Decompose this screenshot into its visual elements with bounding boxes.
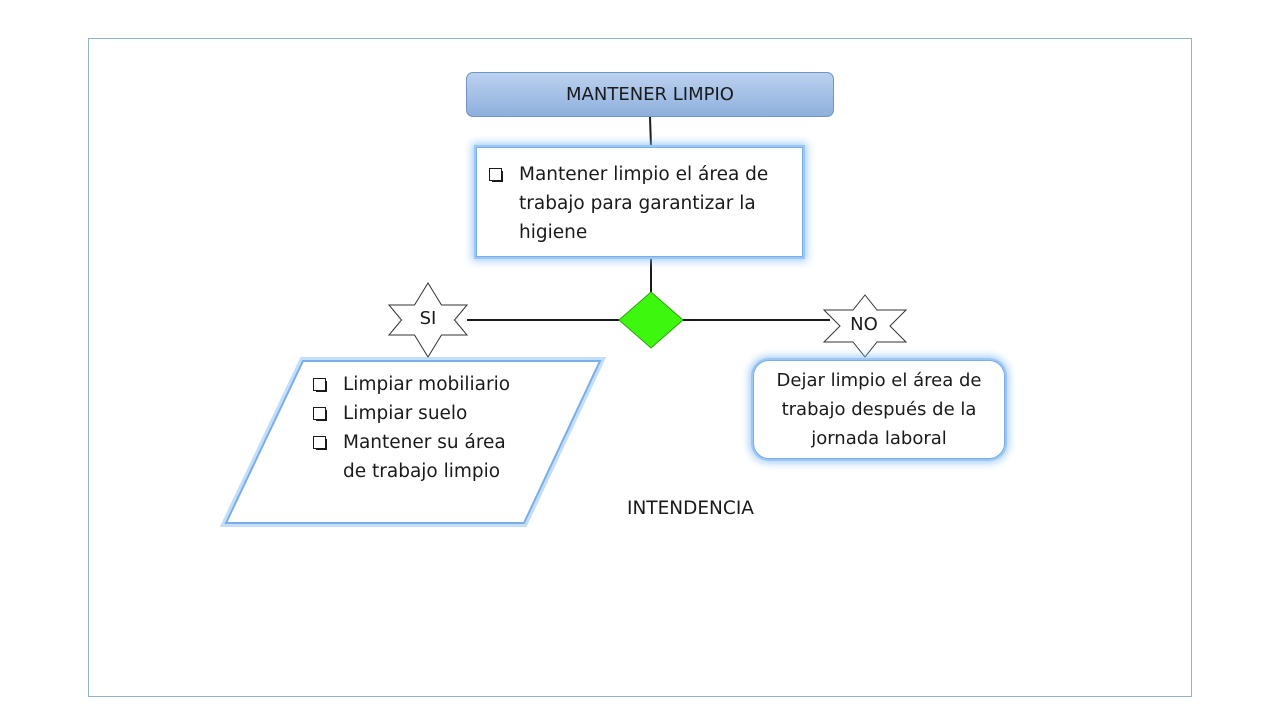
- checkbox-bullet-icon: [313, 378, 327, 392]
- connector-title-objective: [649, 116, 652, 148]
- title-text: MANTENER LIMPIO: [566, 84, 734, 105]
- slide-frame: [88, 38, 1192, 697]
- no-label: NO: [850, 314, 878, 335]
- decision-diamond: [618, 291, 684, 349]
- objective-item: Mantener limpio el área de trabajo para …: [489, 160, 792, 247]
- yes-branch-item-text: Mantener su área de trabajo limpio: [343, 432, 506, 482]
- yes-branch-item-text: Limpiar mobiliario: [343, 374, 511, 395]
- footer-label: INTENDENCIA: [627, 498, 754, 519]
- objective-item-text: Mantener limpio el área de trabajo para …: [519, 164, 769, 243]
- checkbox-bullet-icon: [313, 407, 327, 421]
- si-label: SI: [419, 308, 437, 329]
- yes-branch-item: Limpiar mobiliario: [313, 370, 523, 399]
- yes-branch-list-container: Limpiar mobiliario Limpiar suelo Mantene…: [313, 370, 523, 486]
- no-branch-box: Dejar limpio el área de trabajo después …: [753, 360, 1005, 459]
- checkbox-bullet-icon: [313, 436, 327, 450]
- yes-branch-list: Limpiar mobiliario Limpiar suelo Mantene…: [313, 370, 523, 486]
- no-branch-text: Dejar limpio el área de trabajo después …: [776, 370, 982, 449]
- objective-list: Mantener limpio el área de trabajo para …: [489, 160, 792, 247]
- no-star-badge: [822, 294, 908, 358]
- yes-branch-item: Limpiar suelo: [313, 399, 523, 428]
- title-box: MANTENER LIMPIO: [466, 72, 834, 117]
- si-parallelogram: [224, 360, 602, 524]
- objective-box: Mantener limpio el área de trabajo para …: [476, 147, 803, 257]
- yes-branch-item: Mantener su área de trabajo limpio: [313, 428, 523, 486]
- checkbox-bullet-icon: [489, 168, 503, 182]
- yes-branch-item-text: Limpiar suelo: [343, 403, 468, 424]
